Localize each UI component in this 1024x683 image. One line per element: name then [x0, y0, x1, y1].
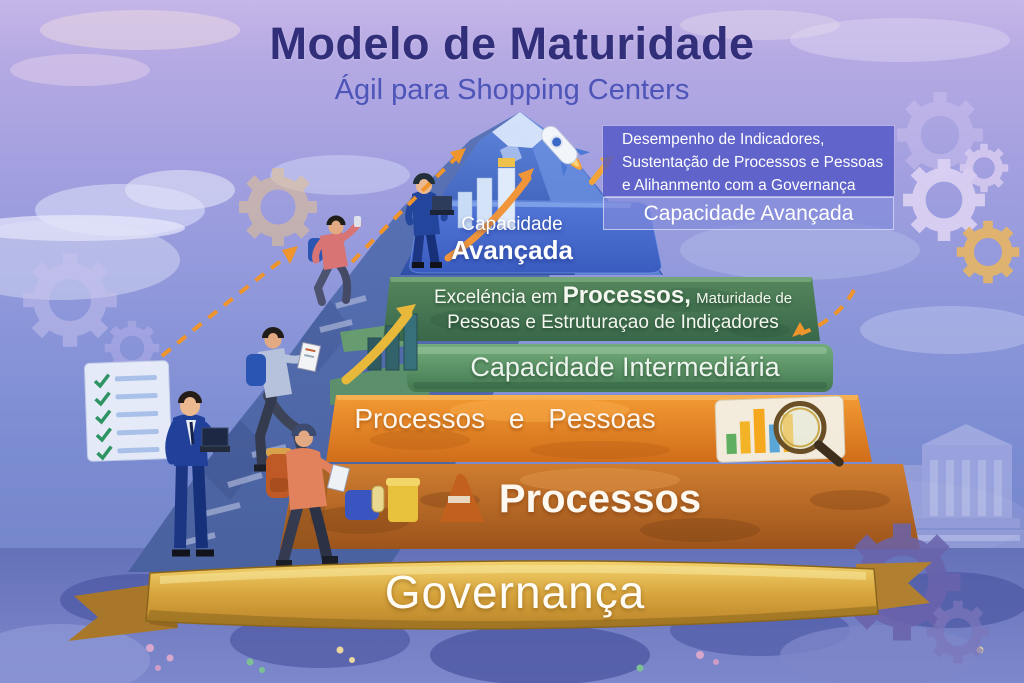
gear-icon — [239, 168, 317, 246]
bar-chart-icon — [444, 158, 534, 262]
processes-level-label: Processos — [498, 477, 702, 521]
level-band-processes — [280, 464, 920, 549]
dashed-ascent-arrow — [160, 154, 856, 358]
advanced-callout-description: Desempenho de Indicadores, Sustentação d… — [603, 126, 894, 196]
checklist-icon — [84, 360, 173, 462]
level-band-intermediate — [407, 344, 833, 392]
analytics-bar-chart-icon — [714, 395, 846, 467]
gear-icon — [23, 253, 117, 347]
growth-bar-chart-icon — [341, 304, 418, 385]
peak-level-label-line1: Capacidade — [461, 214, 563, 235]
intermediate-desc-seg3: Maturidade de — [696, 290, 793, 307]
callout-line: Desempenho de Indicadores, — [622, 131, 825, 148]
intermediate-desc-seg1: Exceléncia em — [433, 287, 558, 308]
snow-cap — [492, 112, 548, 148]
advanced-callout-label: Capacidade Avançada — [603, 197, 894, 230]
page-subtitle: Ágil para Shopping Centers — [334, 74, 690, 106]
callout-line: e Alihanmento com a Governança — [622, 177, 856, 194]
peak-level-label-line2: Avançada — [451, 235, 573, 265]
governance-banner-label: Governança — [384, 566, 646, 618]
intermediate-level-label: Capacidade Intermediária — [470, 352, 780, 382]
level-band-intermediate-desc — [383, 277, 820, 341]
gear-icon — [960, 144, 1008, 192]
magnifier-icon — [773, 401, 844, 467]
stone-steps — [174, 295, 367, 548]
rocket-icon — [541, 125, 591, 177]
tools-props — [345, 474, 484, 522]
callout-line: Sustentação de Processos e Pessoas — [622, 154, 884, 171]
page-title: Modelo de Maturidade — [269, 18, 755, 69]
intermediate-description: Exceléncia em Processos, Maturidade de P… — [408, 283, 818, 334]
intermediate-desc-seg2: Processos, — [562, 282, 691, 309]
figure-climber-red-jacket — [308, 215, 362, 306]
processes-people-level-label: Processos e Pessoas — [354, 403, 656, 434]
governance-ribbon — [68, 560, 932, 641]
peak-level-label: Capacidade Avançada — [437, 214, 587, 264]
arrowheads — [282, 148, 806, 337]
figure-hiker-backpack — [266, 423, 351, 568]
gear-icon — [957, 221, 1019, 283]
intermediate-desc-line2: Pessoas e Estruturaçao de Indiçadores — [447, 312, 779, 333]
figure-executive-laptop — [165, 391, 230, 557]
